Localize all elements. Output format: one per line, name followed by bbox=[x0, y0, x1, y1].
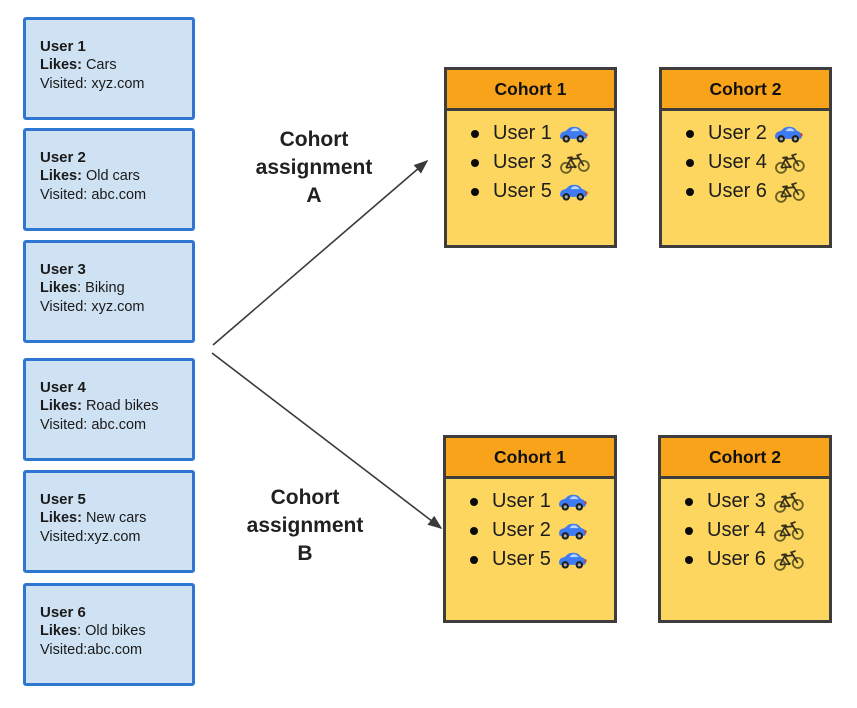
list-item: User 2 bbox=[466, 516, 614, 545]
bike-icon bbox=[774, 152, 805, 174]
user-card-4: User 4 Likes: Road bikes Visited: abc.co… bbox=[23, 358, 195, 461]
list-item: User 4 bbox=[681, 516, 829, 545]
user-visited: Visited:xyz.com bbox=[40, 529, 141, 545]
user-card-5: User 5 Likes: New cars Visited:xyz.com bbox=[23, 470, 195, 573]
user-name: User 5 bbox=[40, 491, 86, 508]
user-visited: Visited: abc.com bbox=[40, 417, 147, 433]
user-likes: Likes: New cars bbox=[40, 510, 147, 526]
car-icon bbox=[774, 124, 803, 144]
cohort-title: Cohort 2 bbox=[661, 438, 829, 479]
user-visited: Visited: xyz.com bbox=[40, 299, 145, 315]
user-likes: Likes: Biking bbox=[40, 280, 125, 296]
cohort-box-b2: Cohort 2 User 3 User 4 User 6 bbox=[658, 435, 832, 623]
cohort-box-a2: Cohort 2 User 2 User 4 User 6 bbox=[659, 67, 832, 248]
user-card-3: User 3 Likes: Biking Visited: xyz.com bbox=[23, 240, 195, 343]
list-item: User 2 bbox=[682, 119, 829, 148]
user-name: User 1 bbox=[40, 38, 86, 55]
user-name: User 3 bbox=[40, 261, 86, 278]
user-visited: Visited:abc.com bbox=[40, 642, 143, 658]
car-icon bbox=[558, 521, 587, 541]
car-icon bbox=[558, 550, 587, 570]
bike-icon bbox=[559, 152, 590, 174]
user-visited: Visited: abc.com bbox=[40, 187, 147, 203]
list-item: User 6 bbox=[682, 177, 829, 206]
user-likes: Likes: Cars bbox=[40, 57, 117, 73]
cohort-member-list: User 2 User 4 User 6 bbox=[662, 119, 829, 206]
list-item: User 5 bbox=[467, 177, 614, 206]
cohort-title: Cohort 2 bbox=[662, 70, 829, 111]
list-item: User 6 bbox=[681, 545, 829, 574]
user-card-1: User 1 Likes: Cars Visited: xyz.com bbox=[23, 17, 195, 120]
car-icon bbox=[558, 492, 587, 512]
cohort-member-list: User 1 User 2 User 5 bbox=[446, 487, 614, 574]
cohort-box-a1: Cohort 1 User 1 User 3 User 5 bbox=[444, 67, 617, 248]
user-name: User 6 bbox=[40, 604, 86, 621]
cohort-title: Cohort 1 bbox=[446, 438, 614, 479]
cohort-assignment-a-label: Cohort assignment A bbox=[255, 128, 373, 207]
cohort-member-list: User 3 User 4 User 6 bbox=[661, 487, 829, 574]
bike-icon bbox=[773, 520, 804, 542]
user-likes: Likes: Old cars bbox=[40, 168, 140, 184]
list-item: User 3 bbox=[467, 148, 614, 177]
user-likes: Likes: Old bikes bbox=[40, 623, 146, 639]
list-item: User 5 bbox=[466, 545, 614, 574]
user-visited: Visited: xyz.com bbox=[40, 76, 145, 92]
cohort-title: Cohort 1 bbox=[447, 70, 614, 111]
list-item: User 4 bbox=[682, 148, 829, 177]
list-item: User 1 bbox=[467, 119, 614, 148]
list-item: User 1 bbox=[466, 487, 614, 516]
user-card-2: User 2 Likes: Old cars Visited: abc.com bbox=[23, 128, 195, 231]
user-card-6: User 6 Likes: Old bikes Visited:abc.com bbox=[23, 583, 195, 686]
bike-icon bbox=[773, 549, 804, 571]
cohort-member-list: User 1 User 3 User 5 bbox=[447, 119, 614, 206]
bike-icon bbox=[774, 181, 805, 203]
bike-icon bbox=[773, 491, 804, 513]
user-name: User 4 bbox=[40, 379, 86, 396]
car-icon bbox=[559, 182, 588, 202]
cohort-box-b1: Cohort 1 User 1 User 2 User 5 bbox=[443, 435, 617, 623]
cohort-assignment-b-label: Cohort assignment B bbox=[246, 486, 364, 565]
car-icon bbox=[559, 124, 588, 144]
user-likes: Likes: Road bikes bbox=[40, 398, 159, 414]
user-name: User 2 bbox=[40, 149, 86, 166]
list-item: User 3 bbox=[681, 487, 829, 516]
